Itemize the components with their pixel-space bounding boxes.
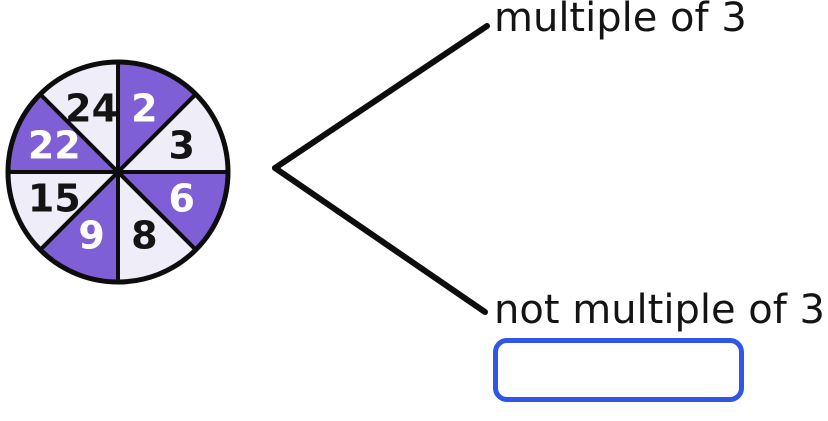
branch-label-not-multiple-of-3: not multiple of 3 <box>494 287 825 333</box>
spinner-outline <box>5 59 231 285</box>
spinner-number-24: 24 <box>65 86 118 130</box>
spinner-number-2: 2 <box>131 86 157 130</box>
spinner-number-3: 3 <box>168 124 194 168</box>
branch-line-multiple <box>272 23 490 171</box>
answer-input[interactable] <box>493 338 744 402</box>
branch-label-multiple-of-3: multiple of 3 <box>494 0 747 41</box>
spinner-number-15: 15 <box>28 176 81 220</box>
spinner-number-8: 8 <box>131 214 157 258</box>
spinner-number-6: 6 <box>168 176 194 220</box>
branch-line-not-multiple <box>272 165 488 315</box>
spinner-number-22: 22 <box>28 124 81 168</box>
spinner-number-9: 9 <box>78 214 104 258</box>
